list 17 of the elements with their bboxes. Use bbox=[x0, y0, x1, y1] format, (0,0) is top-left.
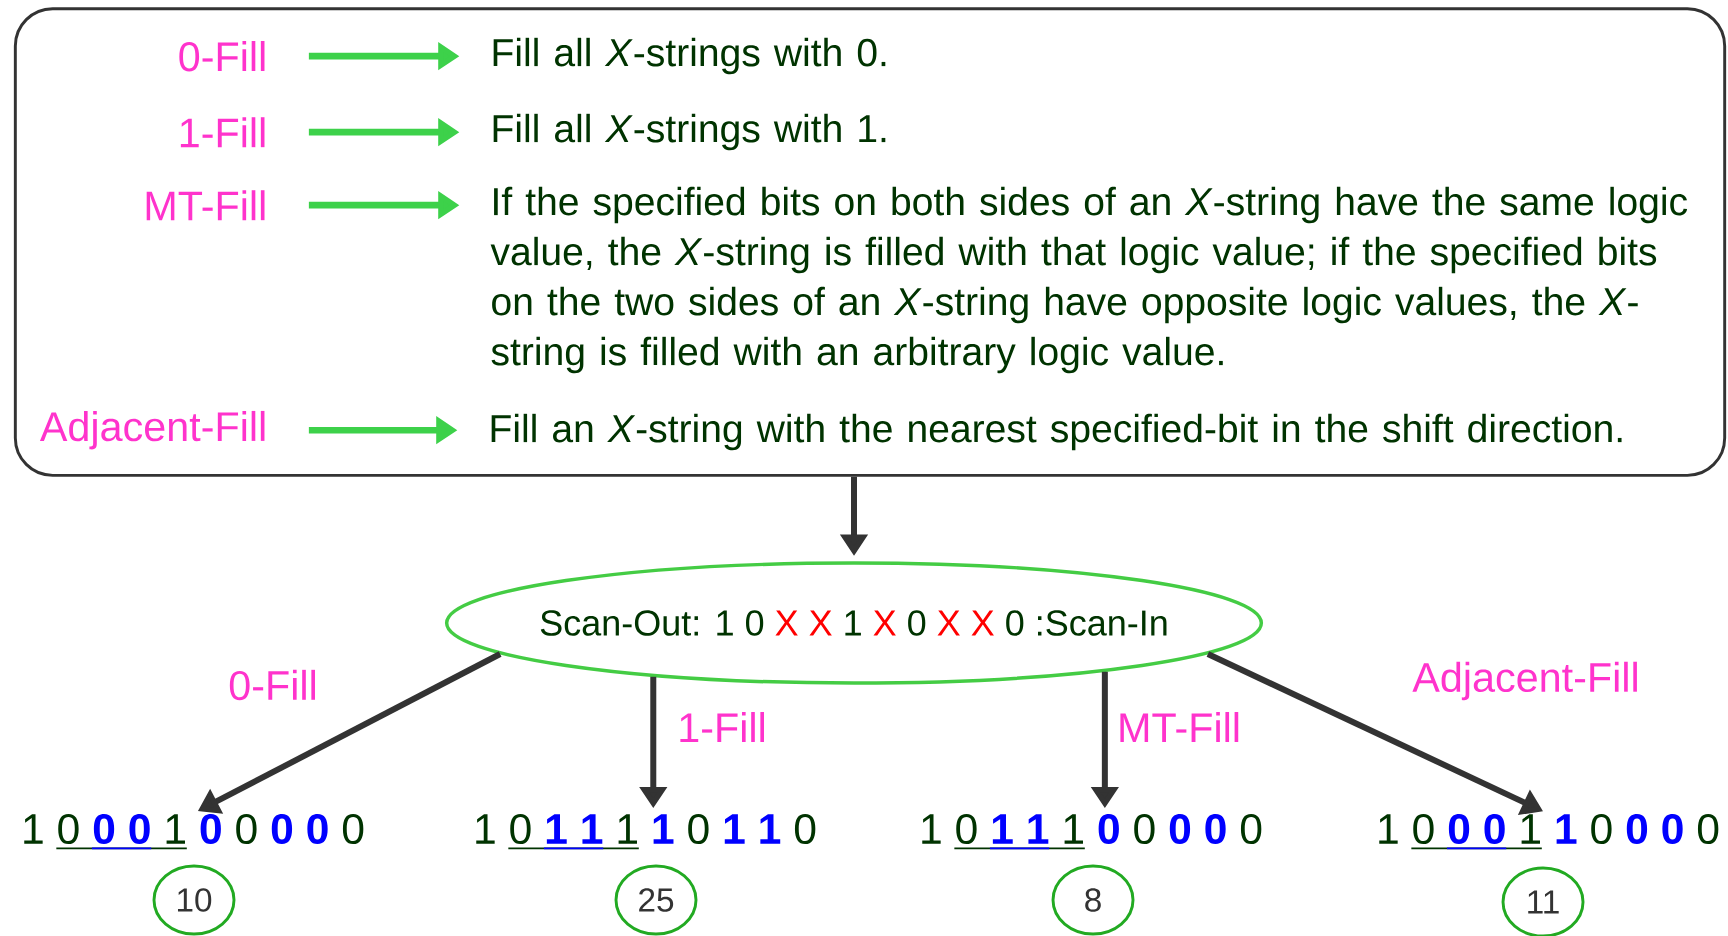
bit-string: 1 0 0 0 1 1 0 0 0 0 bbox=[1379, 813, 1719, 845]
method-label: MT-Fill bbox=[146, 190, 265, 221]
bit-string: 1 0 0 0 1 0 0 0 0 0 bbox=[24, 813, 364, 845]
edge-label: MT-Fill bbox=[1115, 710, 1243, 744]
bit-string: 1 0 1 1 1 1 0 1 1 0 bbox=[476, 813, 816, 845]
method-label: 1-Fill bbox=[180, 117, 265, 148]
description-text: Fill an X-string with the nearest specified-bit in the shift direction. bbox=[491, 413, 1622, 451]
method-label: 0-Fill bbox=[179, 41, 265, 72]
description-text: If the specified bits on both sides of an X-string have the same logic value, the X-string is filled with that logic value; if the specified bits on the two sides of an X-string have opposite logic values, the X-string is filled with an arbitrary logic value. bbox=[490, 186, 1688, 374]
rounded-box bbox=[13, 7, 1727, 477]
edge-label: 0-Fill bbox=[226, 668, 320, 702]
edge-label: 1-Fill bbox=[675, 710, 769, 744]
method-label: Adjacent-Fill bbox=[39, 410, 265, 450]
description-text: Fill all X-strings with 0. bbox=[493, 37, 886, 75]
bit-string: 1 0 1 1 1 0 0 0 0 0 bbox=[922, 813, 1262, 845]
edge-label: Adjacent-Fill bbox=[1411, 660, 1642, 702]
description-text: Fill all X-strings with 1. bbox=[493, 113, 886, 151]
